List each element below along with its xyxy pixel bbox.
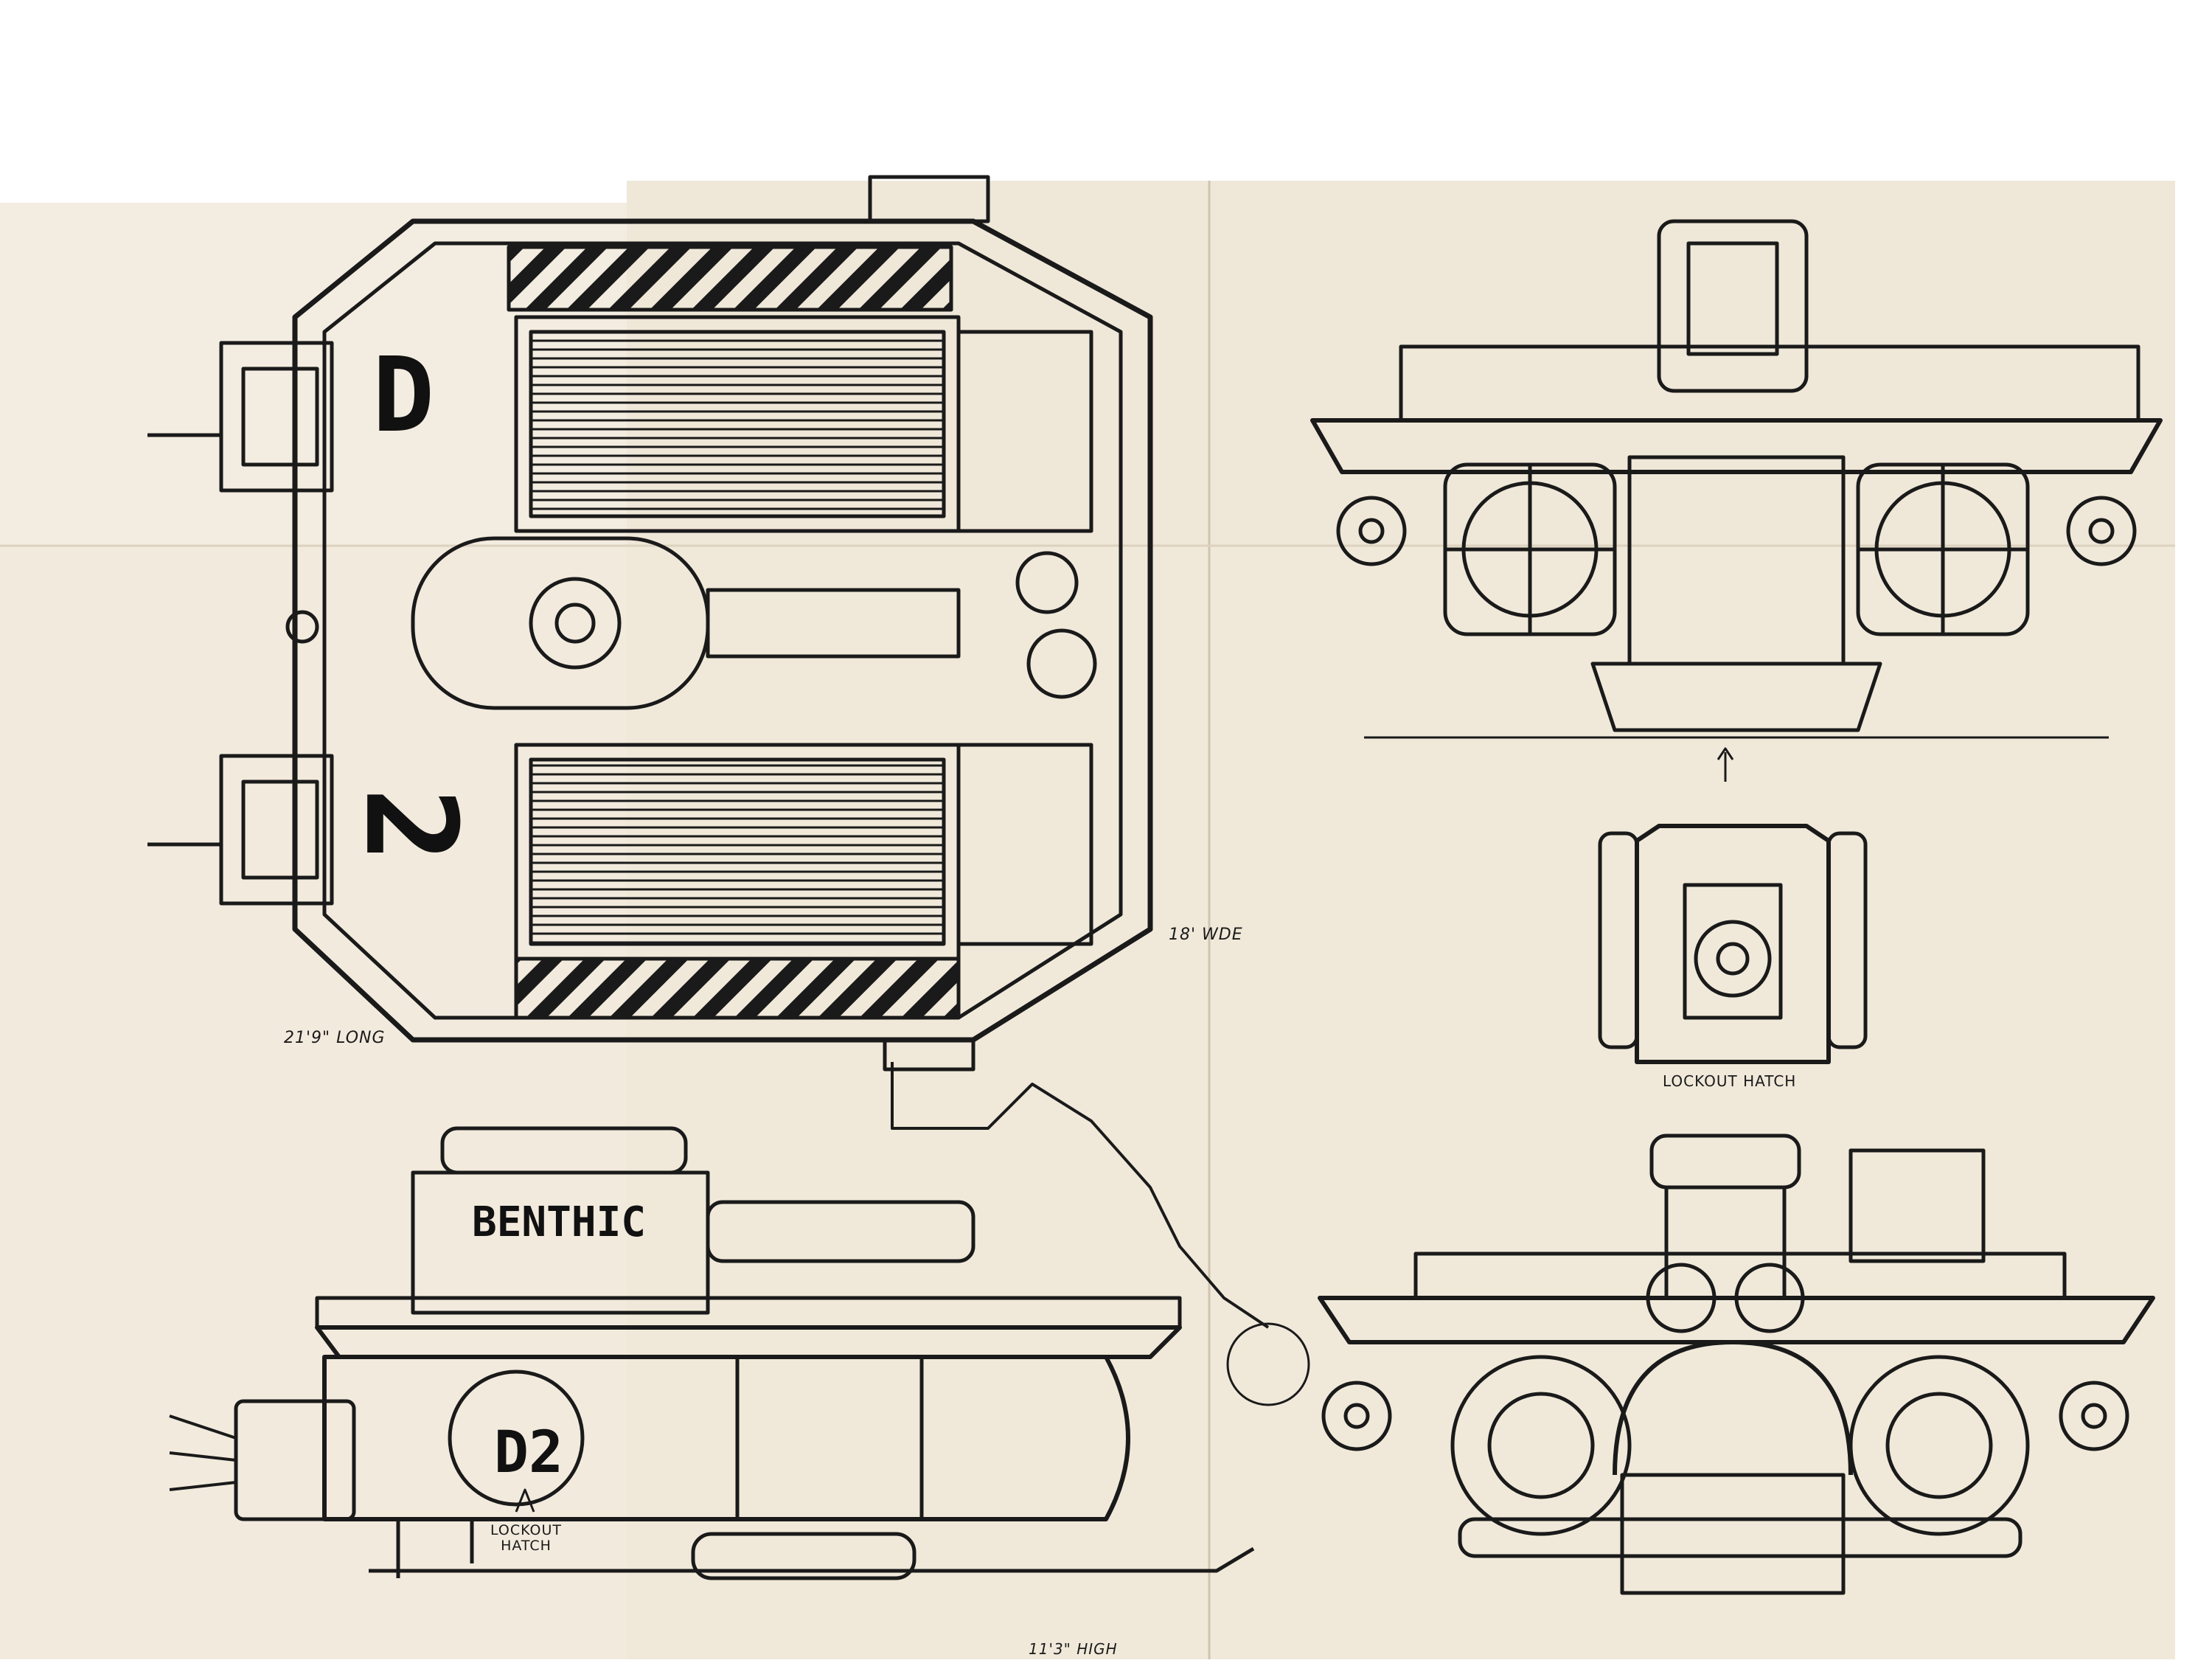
lockout-hatch-side-label: LOCKOUT HATCH (490, 1523, 562, 1554)
top-view (147, 175, 1153, 1072)
height-dimension-label: 11'3" HIGH (1029, 1640, 1118, 1658)
hull-code-stencil: D2 (494, 1420, 563, 1486)
width-dimension-label: 18' WDE (1169, 926, 1243, 944)
front-view (1310, 219, 2163, 782)
lockout-hatch-label: LOCKOUT HATCH (1663, 1072, 1797, 1090)
lockout-hatch-view (1598, 824, 1868, 1064)
rear-view (1318, 1133, 2155, 1595)
side-view (169, 1126, 1255, 1580)
lockout-hatch-side-label-line1: LOCKOUT (490, 1522, 563, 1538)
top-view-letter-d: D (372, 336, 435, 456)
lockout-hatch-side-label-line2: HATCH (501, 1537, 552, 1554)
length-dimension-label: 21'9" LONG (284, 1029, 386, 1047)
top-view-letter-2: 2 (337, 787, 484, 864)
hull-name-stencil: BENTHIC (472, 1198, 647, 1246)
